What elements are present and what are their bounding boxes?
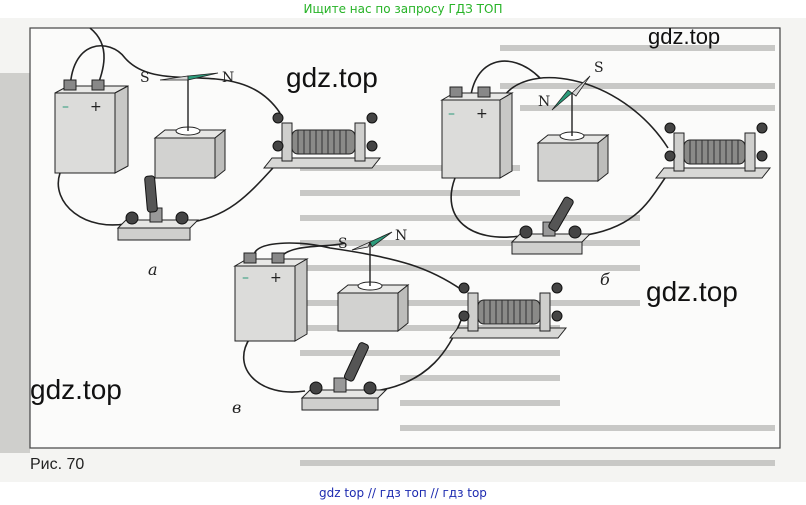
needle-south (571, 75, 591, 97)
battery-plus: + (270, 270, 282, 286)
coil-b (654, 122, 772, 179)
pole-n: N (222, 70, 234, 86)
needle-north (551, 89, 573, 111)
circuit-a: – + S N (54, 27, 382, 241)
label-part-a: а (148, 260, 158, 279)
battery-a: – + (54, 79, 129, 174)
label-part-v: в (232, 398, 242, 417)
coil-a (262, 112, 382, 169)
needle-south (351, 241, 371, 251)
wire (57, 172, 131, 226)
compass-v: S N (336, 228, 410, 333)
label-part-b: б (600, 270, 610, 289)
pole-s: S (140, 70, 150, 86)
coil-v (448, 282, 568, 339)
wire (450, 177, 521, 238)
switch-a (116, 175, 200, 241)
compass-b: S N (536, 60, 610, 183)
battery-v: – + (233, 252, 309, 342)
circuit-illustration: – + S N (0, 18, 806, 482)
needle-north (187, 72, 219, 81)
figure-caption: Рис. 70 (30, 456, 85, 473)
watermark-3: gdz.top (646, 276, 738, 307)
battery-minus: – (62, 99, 69, 115)
watermark-1: gdz.top (286, 62, 378, 93)
left-shadow-strip (0, 73, 30, 453)
pole-n: N (538, 94, 550, 110)
wire (69, 45, 281, 114)
switch-v (300, 342, 388, 411)
pole-s: S (594, 60, 604, 76)
battery-plus: + (90, 99, 102, 115)
wire (243, 337, 306, 393)
top-banner[interactable]: Ищите нас по запросу ГДЗ ТОП (303, 2, 503, 16)
pole-n: N (395, 228, 407, 244)
circuit-v: – + S N (233, 228, 568, 411)
battery-minus: – (448, 106, 455, 122)
switch-b (510, 196, 592, 255)
watermark-4: gdz.top (30, 374, 122, 405)
wire (253, 242, 463, 291)
needle-north (369, 231, 393, 248)
physics-figure: – + S N (0, 18, 806, 482)
circuit-b: – + S N (440, 60, 772, 255)
watermark-2: gdz.top (648, 24, 721, 49)
bottom-banner[interactable]: gdz top // гдз топ // гдз top (319, 486, 487, 500)
compass-a: S N (140, 70, 234, 180)
pole-s: S (338, 236, 348, 252)
battery-b: – + (440, 86, 514, 179)
wire (499, 76, 669, 149)
battery-minus: – (242, 270, 249, 286)
wire (184, 157, 283, 224)
battery-plus: + (476, 106, 488, 122)
